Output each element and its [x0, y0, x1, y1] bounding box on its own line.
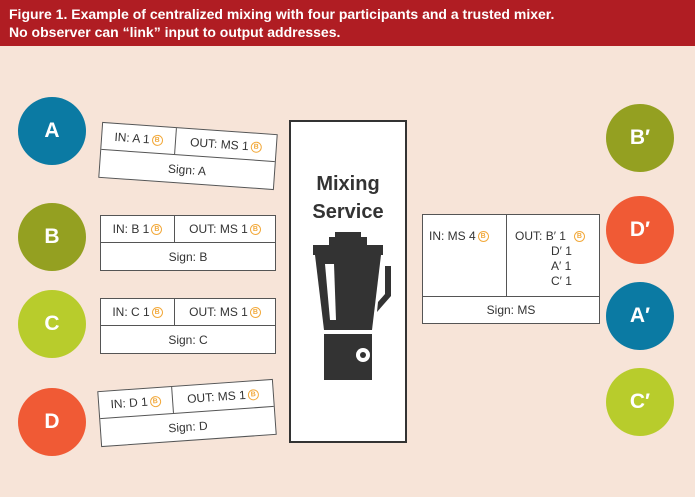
mixer-transaction-outputs: OUT: B′ 1 B D′ 1 A′ 1 C′ 1	[515, 229, 585, 289]
blender-icon	[313, 232, 391, 380]
figure-caption: Figure 1. Example of centralized mixing …	[0, 0, 695, 46]
mixer-out-prefix: OUT:	[515, 229, 543, 243]
output-a-prime-label: A′	[629, 304, 651, 327]
output-c-prime-label: C′	[629, 390, 651, 413]
mixer-output-a: A′ 1	[551, 259, 572, 273]
transaction-b-signature: Sign: B	[168, 249, 208, 264]
output-d-prime-circle: D′	[606, 196, 674, 264]
participant-b-circle: B	[18, 203, 86, 271]
participant-d-circle: D	[18, 388, 86, 456]
participant-c-circle: C	[18, 290, 86, 358]
bitcoin-icon: B	[477, 231, 489, 243]
participant-b-label: B	[44, 225, 60, 248]
participant-a-label: A	[44, 119, 60, 142]
mixer-transaction-signature: Sign: MS	[486, 303, 536, 317]
caption-line-1: Figure 1. Example of centralized mixing …	[9, 6, 555, 22]
participant-d-label: D	[44, 410, 60, 433]
bitcoin-icon: B	[247, 388, 260, 401]
bitcoin-icon: B	[149, 395, 162, 408]
mixer-output-b: B′ 1	[545, 229, 566, 243]
mixing-service-title-line-1: Mixing	[316, 173, 380, 195]
output-d-prime-label: D′	[629, 218, 651, 241]
bitcoin-icon: B	[151, 223, 163, 235]
bitcoin-icon: B	[249, 306, 261, 318]
transaction-c-signature: Sign: C	[168, 332, 208, 347]
bitcoin-icon: B	[151, 133, 164, 146]
bitcoin-icon: B	[250, 140, 263, 153]
output-b-prime-circle: B′	[606, 104, 674, 172]
caption-line-2: No observer can “link” input to output a…	[9, 24, 341, 40]
bitcoin-icon: B	[249, 223, 261, 235]
output-a-prime-circle: A′	[606, 282, 674, 350]
mixer-output-d: D′ 1	[551, 244, 572, 258]
bitcoin-icon: B	[151, 306, 163, 318]
mixer-output-c: C′ 1	[551, 274, 572, 288]
participant-a-circle: A	[18, 97, 86, 165]
participant-c-label: C	[44, 312, 60, 335]
output-c-prime-circle: C′	[606, 368, 674, 436]
mixing-service-title: Mixing Service	[291, 170, 405, 226]
mixing-service-title-line-2: Service	[312, 201, 384, 223]
output-b-prime-label: B′	[629, 126, 651, 149]
mixing-service-box: Mixing Service	[289, 120, 407, 443]
bitcoin-icon: B	[573, 231, 585, 243]
